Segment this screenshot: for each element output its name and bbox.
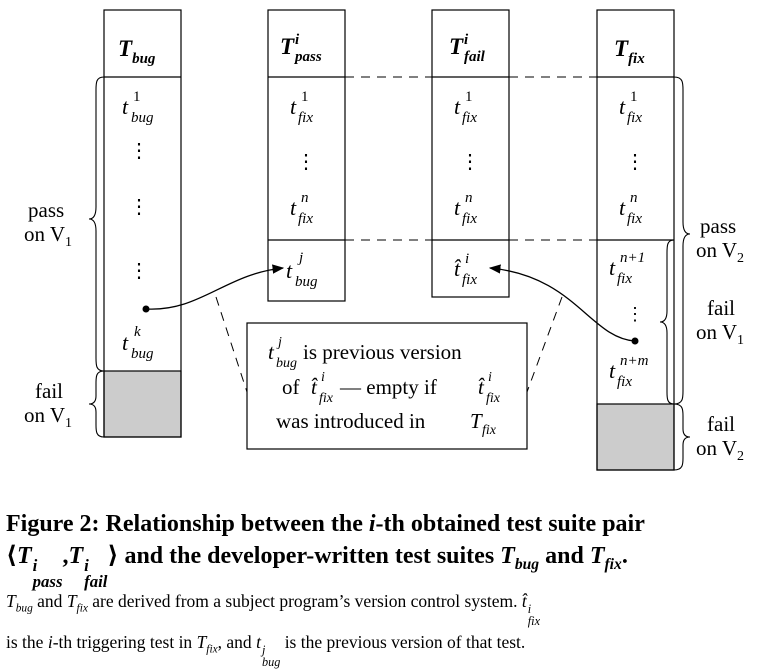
vertical-ellipsis: ⋮	[129, 260, 149, 282]
t-fix-fail-region	[596, 403, 675, 471]
vertical-ellipsis: ⋮	[460, 151, 480, 173]
arrow-bug-k-to-pass-j	[145, 264, 285, 310]
vertical-ellipsis: ⋮	[296, 151, 316, 173]
header-t-fix: Tfix	[614, 36, 645, 67]
t-bug-column	[103, 9, 182, 438]
figure-caption-body: Tbug and Tfix are derived from a subject…	[6, 586, 768, 668]
caption-body-line-2: is the i-th triggering test in Tfix, and…	[6, 632, 526, 669]
t-fail-column	[431, 9, 510, 298]
explanation-box	[246, 322, 528, 450]
t-bug-fail-region	[103, 370, 182, 438]
caption-body-line-1: Tbug and Tfix are derived from a subject…	[6, 591, 541, 628]
vertical-ellipsis: ⋮	[626, 304, 644, 324]
brace-fail-v1-left	[88, 370, 105, 438]
t-pass-column	[267, 9, 346, 302]
arrow-fix-to-fail-hat	[488, 264, 636, 342]
t-fix-column	[596, 9, 675, 471]
label-fail-on-v1-right: fail on V1	[696, 296, 744, 348]
dashed-connectors	[215, 76, 597, 393]
brace-pass-v1	[88, 76, 105, 372]
label-pass-on-v1: pass on V1	[24, 198, 72, 250]
label-fail-on-v2: fail on V2	[696, 412, 744, 464]
vertical-ellipsis: ⋮	[129, 196, 149, 218]
header-t-bug: Tbug	[118, 36, 156, 67]
figure-caption-title: Figure 2: Relationship between the i-th …	[6, 508, 768, 591]
label-pass-on-v2: pass on V2	[696, 214, 744, 266]
vertical-ellipsis: ⋮	[625, 151, 645, 173]
vertical-ellipsis: ⋮	[129, 140, 149, 162]
brace-fail-v1-right	[659, 239, 675, 405]
brace-fail-v2	[673, 403, 691, 471]
label-fail-on-v1-left: fail on V1	[24, 379, 72, 431]
brace-pass-v2	[673, 76, 691, 405]
caption-title-line-1: Figure 2: Relationship between the i-th …	[6, 511, 645, 537]
